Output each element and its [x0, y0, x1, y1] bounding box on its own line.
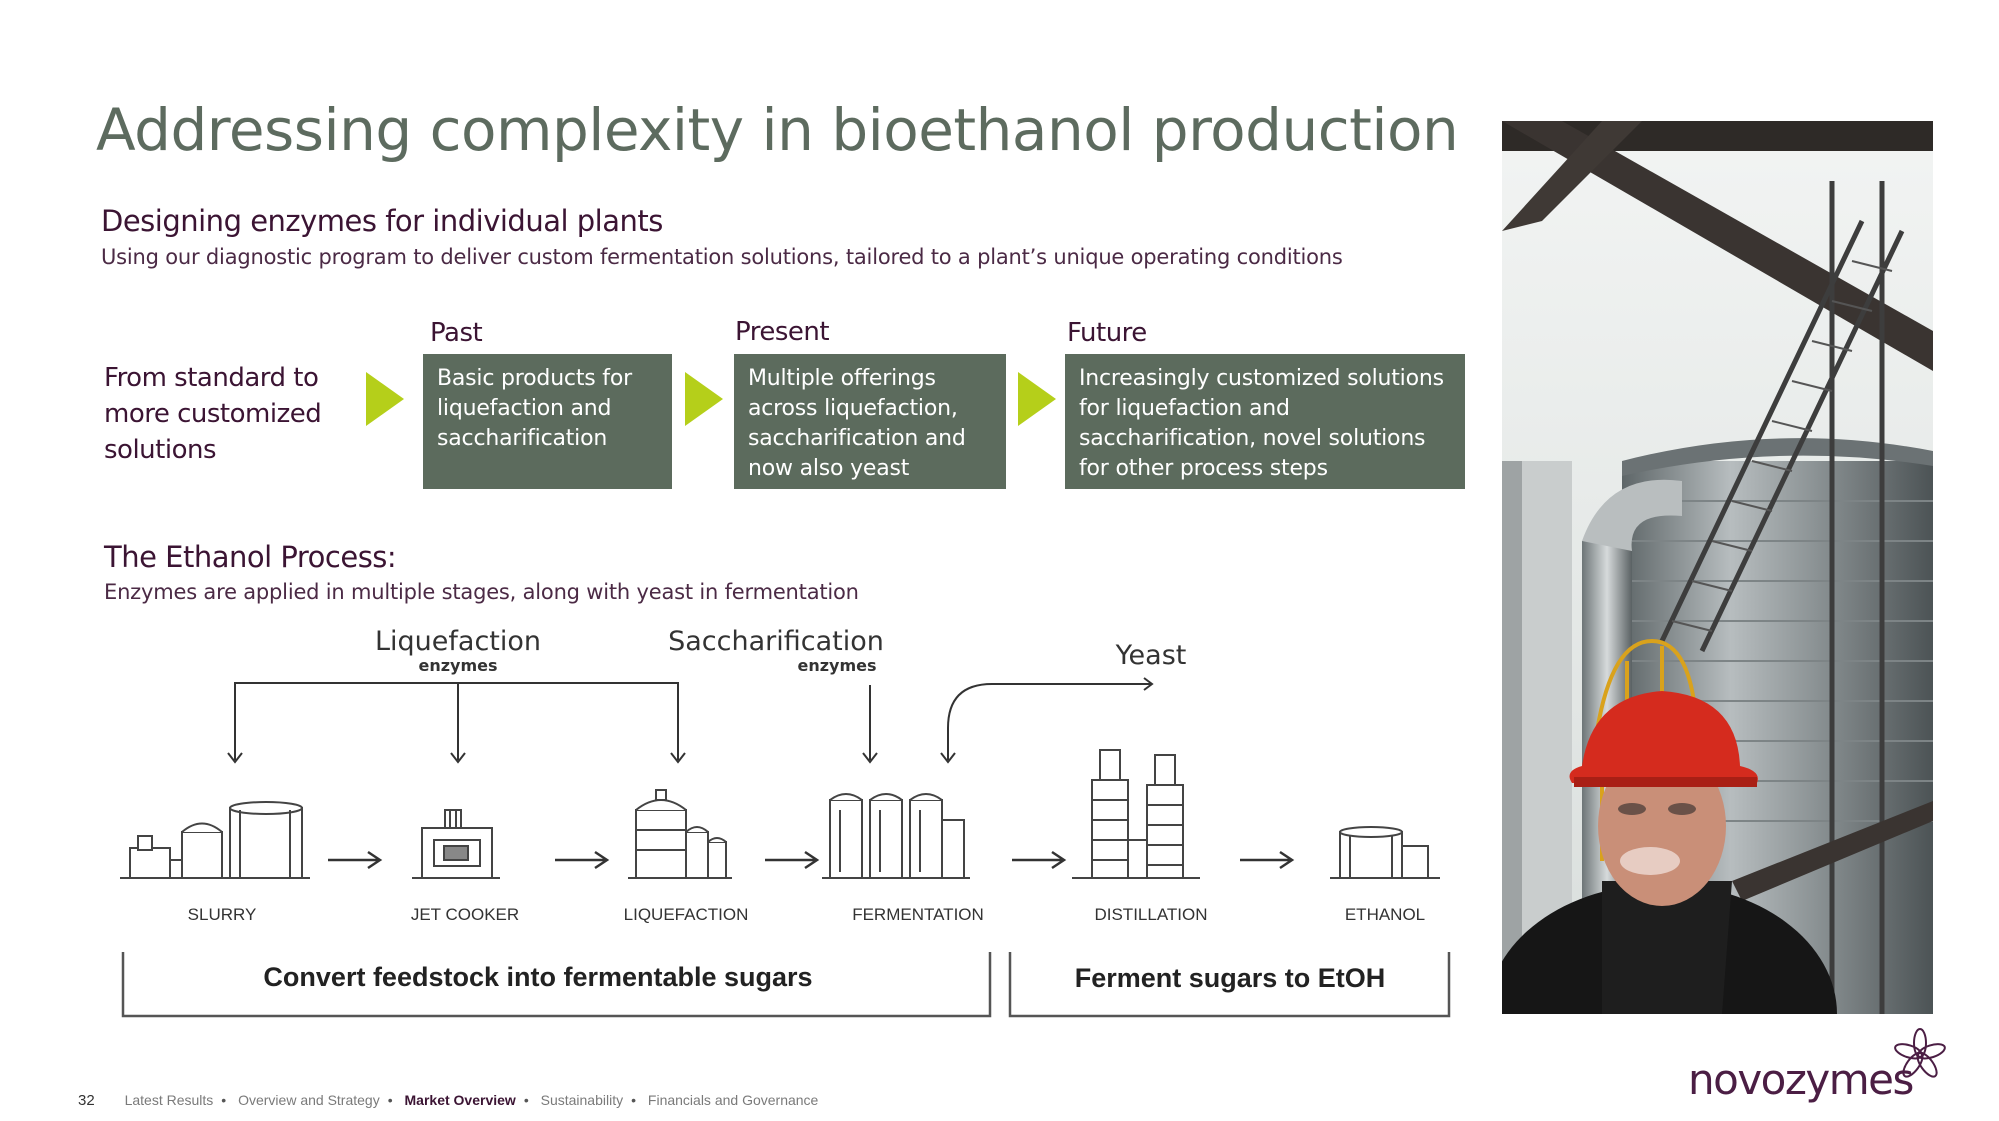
- phase-box-future: Increasingly customized solutions for li…: [1065, 354, 1465, 489]
- phase-box-past: Basic products for liquefaction and sacc…: [423, 354, 672, 489]
- flow-arrow-right-icon: [1012, 850, 1067, 870]
- stage-label-liquefaction: LIQUEFACTION: [624, 905, 749, 924]
- arrow-right-icon: [685, 372, 723, 426]
- group-brackets: [121, 952, 1451, 1018]
- footer-separator: •: [387, 1092, 393, 1108]
- plant-worker-photo: [1502, 121, 1933, 1014]
- footer-separator: •: [221, 1092, 227, 1108]
- phase-label-future: Future: [1067, 318, 1147, 348]
- flow-arrows: [328, 850, 1295, 870]
- group-bracket-etoh: [1008, 952, 1451, 1018]
- group-label-sugars: Convert feedstock into fermentable sugar…: [263, 962, 812, 992]
- liquefaction-enzymes-label: Liquefaction: [375, 626, 541, 657]
- footer-nav-item-financials-governance[interactable]: Financials and Governance: [647, 1092, 819, 1108]
- flow-arrow-right-icon: [555, 850, 610, 870]
- stage-label-fermentation: FERMENTATION: [852, 905, 984, 924]
- saccharification-enzymes-label: Saccharification: [668, 626, 884, 657]
- footer-separator: •: [631, 1092, 637, 1108]
- arrow-right-icon: [366, 372, 404, 426]
- stage-label-slurry: SLURRY: [188, 905, 257, 924]
- logo-wordmark: novozymes: [1688, 1055, 1914, 1104]
- saccharification-enzymes-sublabel: enzymes: [797, 656, 876, 675]
- phase-box-present: Multiple offerings across liquefaction, …: [734, 354, 1006, 489]
- yeast-label: Yeast: [1115, 640, 1187, 671]
- ethanol-tank-icon: [1330, 826, 1440, 879]
- fermentation-tank-icon: [822, 793, 970, 879]
- photo-illustration: [1502, 121, 1933, 1014]
- evolution-intro-line: solutions: [104, 435, 217, 465]
- stage-label-jet-cooker: JET COOKER: [411, 905, 519, 924]
- stage-label-distillation: DISTILLATION: [1094, 905, 1207, 924]
- evolution-intro-line: more customized: [104, 399, 322, 429]
- footer-separator: •: [523, 1092, 529, 1108]
- group-label-etoh: Ferment sugars to EtOH: [1075, 963, 1386, 993]
- liquefaction-tank-icon: [628, 789, 732, 879]
- jet-cooker-icon: [412, 809, 500, 879]
- footer-nav-item-sustainability[interactable]: Sustainability: [540, 1092, 624, 1108]
- slurry-tank-icon: [120, 801, 310, 879]
- liquefaction-feed-lines: [227, 682, 686, 764]
- footer-nav-item-latest-results[interactable]: Latest Results: [124, 1092, 214, 1108]
- ethanol-process-diagram: Liquefaction enzymes Saccharification en…: [120, 626, 1451, 1018]
- flow-arrow-right-icon: [1240, 850, 1295, 870]
- section-heading: Designing enzymes for individual plants: [101, 204, 663, 238]
- arrow-right-icon: [1018, 372, 1056, 426]
- slide-title: Addressing complexity in bioethanol prod…: [96, 96, 1459, 164]
- evolution-intro: From standard to more customized solutio…: [104, 360, 322, 468]
- phase-label-present: Present: [735, 317, 830, 347]
- process-subheading: Enzymes are applied in multiple stages, …: [104, 580, 859, 604]
- saccharification-feed-line: [862, 685, 878, 764]
- stage-label-ethanol: ETHANOL: [1345, 905, 1425, 924]
- group-bracket-sugars: [121, 952, 992, 1018]
- footer-nav-item-overview-strategy[interactable]: Overview and Strategy: [238, 1092, 380, 1108]
- phase-label-past: Past: [430, 318, 483, 348]
- page-number: 32: [78, 1092, 95, 1109]
- footer-nav-item-market-overview[interactable]: Market Overview: [404, 1092, 516, 1108]
- yeast-curved-arrow: [940, 677, 1154, 764]
- flow-arrow-right-icon: [328, 850, 383, 870]
- liquefaction-enzymes-sublabel: enzymes: [418, 656, 497, 675]
- logo-flower-icon: [1894, 1028, 1946, 1078]
- distillation-column-icon: [1072, 749, 1200, 879]
- process-heading: The Ethanol Process:: [104, 540, 397, 574]
- evolution-intro-line: From standard to: [104, 363, 319, 393]
- flow-arrow-right-icon: [765, 850, 820, 870]
- footer-nav: 32 Latest Results • Overview and Strategy…: [78, 1092, 818, 1109]
- section-subheading: Using our diagnostic program to deliver …: [101, 245, 1343, 269]
